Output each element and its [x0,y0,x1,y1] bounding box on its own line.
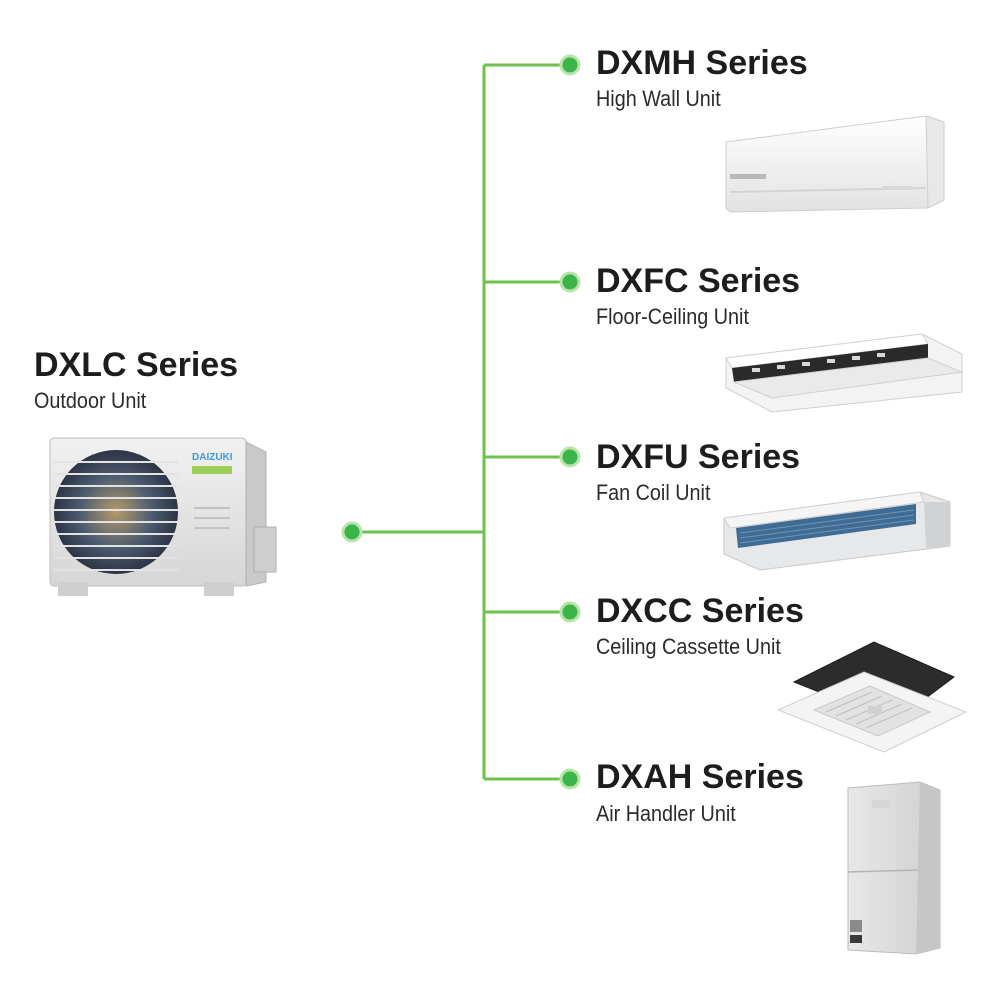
dxah-series-subtitle: Air Handler Unit [596,801,736,826]
outdoor-unit-title: DXLC Series [34,346,239,384]
outdoor-unit-subtitle: Outdoor Unit [34,388,147,413]
node-dxfu [559,446,581,468]
outdoor-unit-image: DAIZUKI [49,437,277,596]
floor-ceiling-unit-image [725,333,964,413]
dxfc-series-subtitle: Floor-Ceiling Unit [596,304,749,329]
dxcc-series-title: DXCC Series [596,592,804,630]
connector-nodes [341,54,581,790]
air-handler-unit-image [847,781,941,955]
connector-lines [352,63,570,781]
dxah-series-title: DXAH Series [596,758,804,796]
node-dxcc [559,601,581,623]
high-wall-unit-image [725,115,945,213]
fan-coil-unit-image [723,491,951,571]
dxmh-series-subtitle: High Wall Unit [596,86,721,111]
node-dxfc [559,271,581,293]
ceiling-cassette-unit-image [776,641,968,753]
dxmh-series-title: DXMH Series [596,44,808,82]
brand-logo-text: DAIZUKI [192,452,233,463]
dxfc-series-title: DXFC Series [596,262,801,300]
node-dxah [559,768,581,790]
node-dxmh [559,54,581,76]
dxfu-series-title: DXFU Series [596,438,801,476]
dxcc-series-subtitle: Ceiling Cassette Unit [596,634,781,659]
node-outdoor [341,521,363,543]
dxfu-series-subtitle: Fan Coil Unit [596,480,711,505]
